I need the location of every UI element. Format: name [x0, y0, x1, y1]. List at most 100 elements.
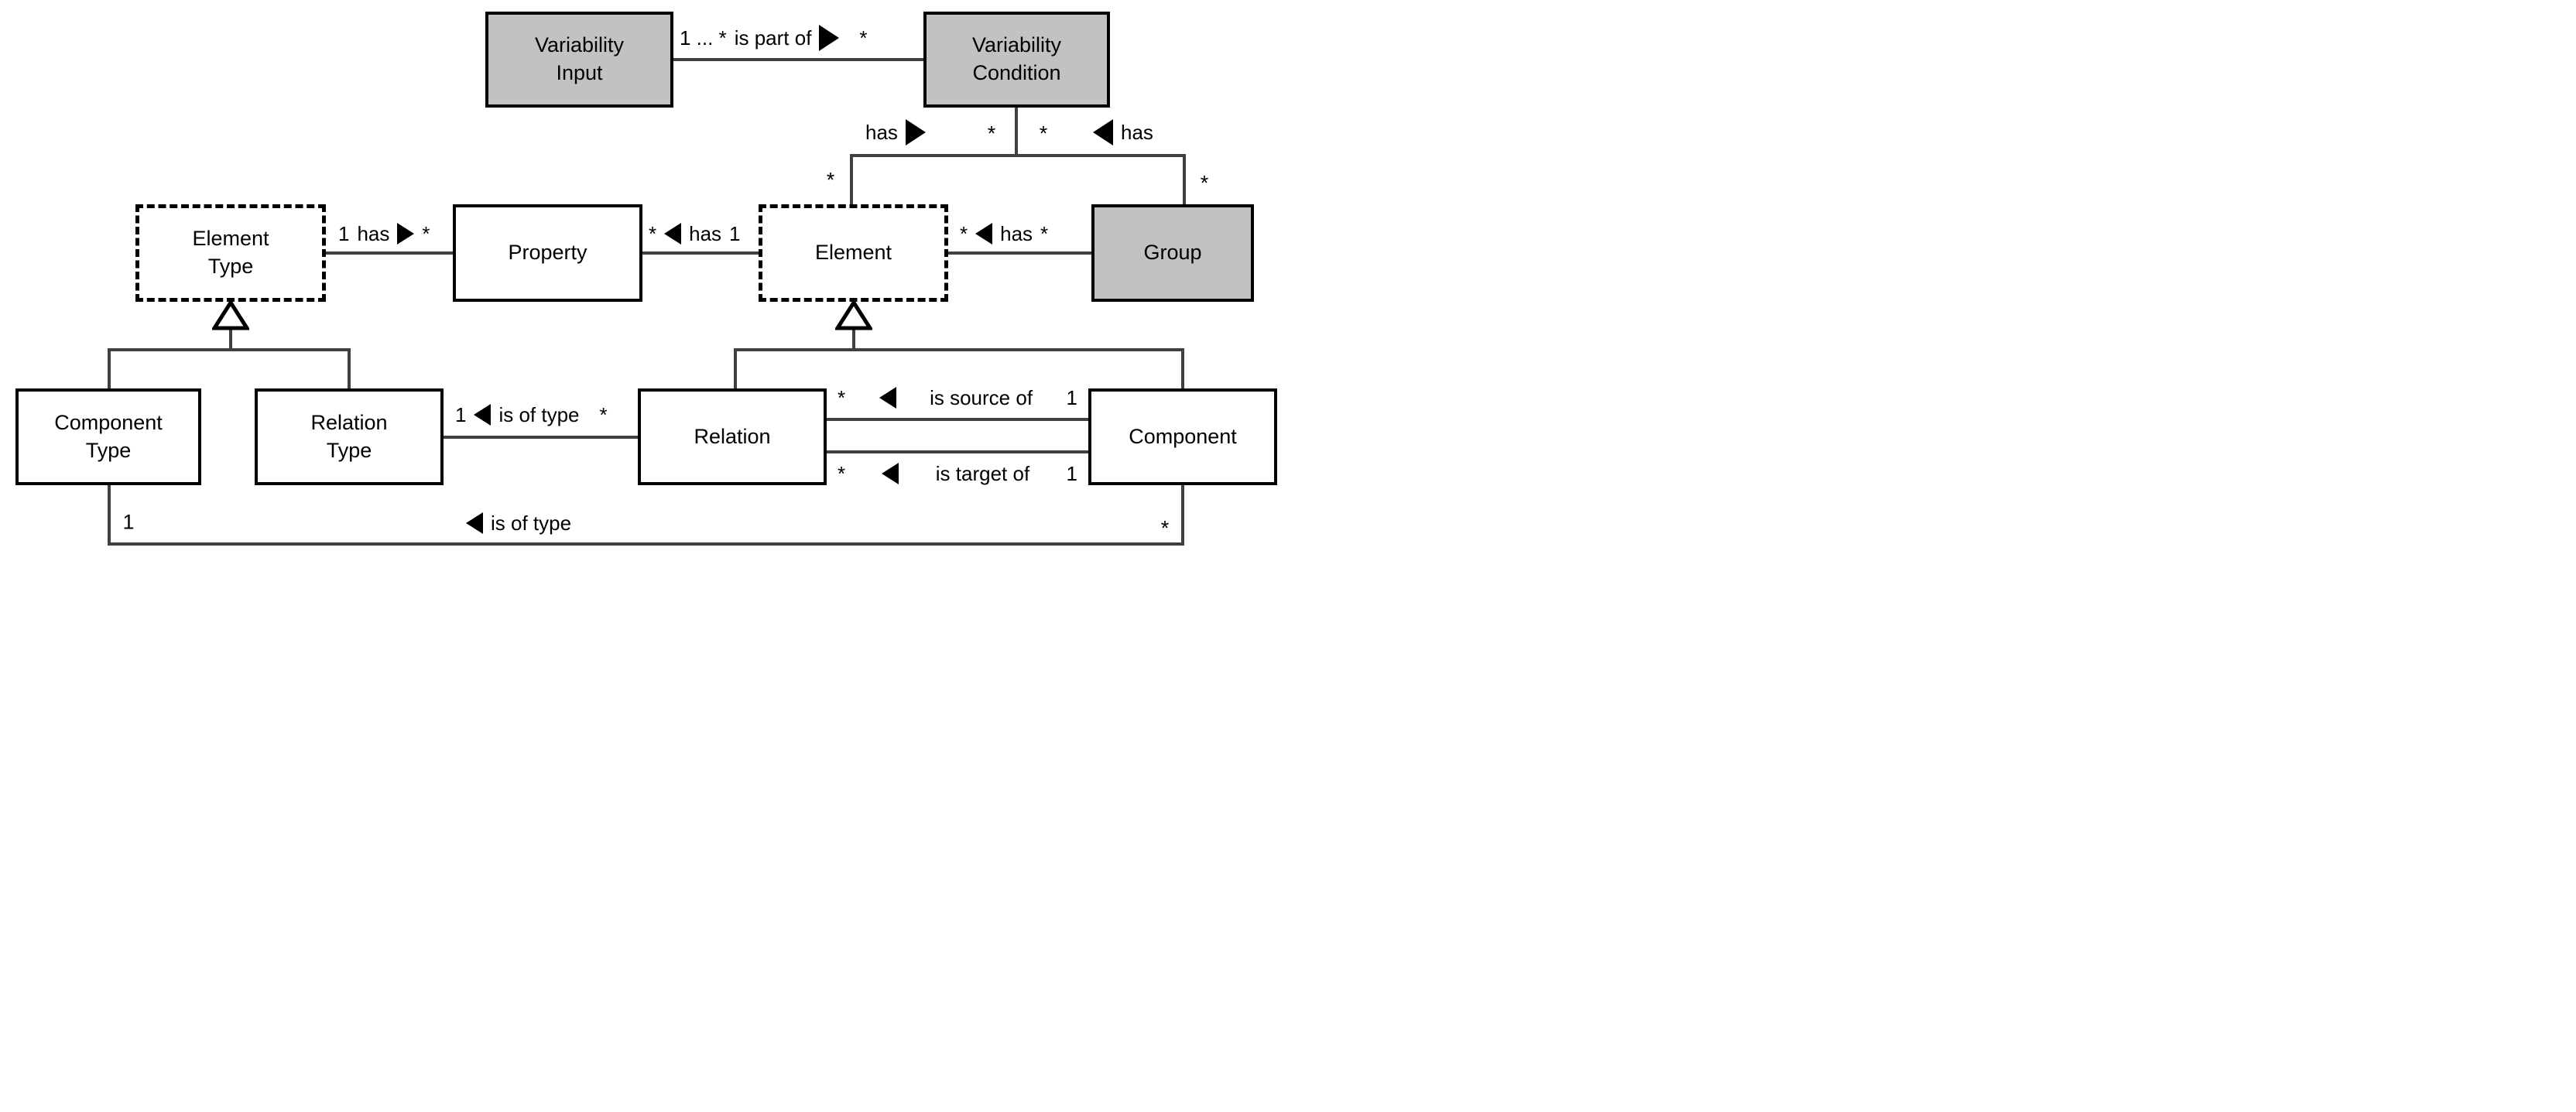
right-arrowhead-icon	[905, 119, 926, 145]
node-element-type: Element Type	[135, 204, 326, 302]
association-name: is of type	[491, 511, 572, 535]
multiplicity-target: 1	[1066, 461, 1077, 485]
node-label: Relation	[694, 424, 771, 448]
multiplicity-source: *	[960, 221, 968, 245]
node-label: Input	[556, 61, 603, 84]
multiplicity-source: 1	[455, 402, 467, 426]
left-arrowhead-icon	[664, 223, 682, 245]
label-group-has-element: * has *	[960, 217, 1048, 251]
left-arrowhead-icon	[1093, 119, 1113, 145]
node-element: Element	[759, 204, 948, 302]
node-variability-input: Variability Input	[485, 12, 673, 108]
multiplicity-source: *	[838, 461, 846, 485]
node-label: Type	[326, 438, 372, 462]
node-component-type: Component Type	[15, 388, 201, 485]
inheritance-leg-component	[1181, 348, 1184, 390]
right-arrowhead-icon	[397, 223, 415, 245]
node-component: Component	[1088, 388, 1277, 485]
uml-class-diagram: Variability Input Variability Condition …	[0, 0, 1288, 556]
multiplicity-target: *	[1040, 221, 1049, 245]
multiplicity-target: *	[422, 221, 430, 245]
connector-branch-group-leg	[1183, 154, 1186, 206]
connector-varinput-varcondition	[673, 58, 923, 61]
connector-relation-component-source	[827, 418, 1088, 421]
node-relation: Relation	[638, 388, 827, 485]
connector-varcondition-branch	[850, 154, 1186, 157]
inheritance-branch-elementtype	[108, 348, 351, 351]
association-name: is of type	[498, 402, 580, 426]
node-label: Type	[85, 438, 132, 462]
label-vc-has-element: has	[865, 115, 926, 149]
multiplicity: *	[1200, 171, 1209, 195]
inheritance-leg-relationtype	[348, 348, 351, 390]
connector-relationtype-relation	[444, 436, 638, 439]
association-name: is target of	[935, 461, 1030, 485]
multiplicity-target: 1	[729, 221, 741, 245]
node-label: Property	[508, 241, 587, 265]
association-name: is source of	[930, 385, 1033, 409]
association-name: is part of	[734, 26, 812, 50]
inheritance-triangle-element-icon	[834, 299, 874, 331]
connector-branch-element-leg	[850, 154, 853, 206]
left-arrowhead-icon	[975, 223, 993, 245]
association-name: has	[865, 120, 898, 144]
left-arrowhead-icon	[879, 387, 896, 409]
connector-relation-component-target	[827, 450, 1088, 453]
connector-property-element	[642, 251, 759, 255]
node-group: Group	[1091, 204, 1254, 302]
left-arrowhead-icon	[466, 512, 483, 534]
node-label: Component	[54, 410, 163, 434]
multiplicity-target: *	[859, 26, 868, 50]
association-name: has	[1121, 120, 1153, 144]
node-label: Component	[1129, 424, 1237, 448]
node-label: Type	[207, 255, 254, 278]
multiplicity: 1	[122, 510, 135, 534]
multiplicity-target: *	[599, 402, 608, 426]
label-is-part-of: 1 ... * is part of *	[680, 21, 868, 55]
label-is-target-of: * is target of 1	[838, 457, 1077, 491]
label-is-source-of: * is source of 1	[838, 381, 1077, 415]
node-label: Condition	[972, 61, 1061, 84]
association-name: has	[689, 221, 722, 245]
label-relation-is-of-type: 1 is of type *	[455, 398, 608, 432]
multiplicity-source: *	[649, 221, 657, 245]
node-label: Element	[814, 241, 892, 265]
multiplicity: *	[987, 121, 996, 145]
right-arrowhead-icon	[819, 25, 840, 51]
inheritance-triangle-elementtype-icon	[211, 299, 251, 331]
label-component-is-of-type: is of type	[466, 506, 571, 540]
connector-component-bottom-stem	[1181, 485, 1184, 546]
inheritance-leg-relation	[734, 348, 737, 390]
node-label: Group	[1143, 241, 1202, 265]
inheritance-branch-element	[734, 348, 1184, 351]
multiplicity-source: 1	[338, 221, 350, 245]
association-name: has	[1000, 221, 1033, 245]
node-variability-condition: Variability Condition	[923, 12, 1110, 108]
node-label: Variability	[971, 33, 1062, 57]
node-label: Relation	[310, 410, 388, 434]
multiplicity: *	[826, 168, 835, 192]
left-arrowhead-icon	[882, 463, 899, 484]
inheritance-stem-elementtype	[229, 330, 232, 351]
node-label: Element	[192, 227, 269, 251]
connector-varcondition-stem	[1015, 108, 1018, 157]
connector-elementtype-property	[326, 251, 453, 255]
node-relation-type: Relation Type	[255, 388, 444, 485]
label-elementtype-has-property: 1 has *	[338, 217, 430, 251]
association-name: has	[357, 221, 390, 245]
connector-componenttype-bottom-stem	[108, 485, 111, 546]
multiplicity: *	[1039, 121, 1048, 145]
label-vc-has-group: has	[1093, 115, 1153, 149]
connector-bottom-isoftype	[108, 542, 1184, 546]
left-arrowhead-icon	[474, 404, 492, 426]
label-element-has-property: * has 1	[649, 217, 741, 251]
node-label: Variability	[534, 33, 625, 57]
inheritance-stem-element	[852, 330, 855, 351]
multiplicity: *	[1160, 516, 1170, 540]
multiplicity-source: *	[838, 385, 846, 409]
multiplicity-target: 1	[1066, 385, 1077, 409]
inheritance-leg-componenttype	[108, 348, 111, 390]
connector-element-group	[948, 251, 1091, 255]
multiplicity-source: 1 ... *	[680, 26, 727, 50]
node-property: Property	[453, 204, 642, 302]
